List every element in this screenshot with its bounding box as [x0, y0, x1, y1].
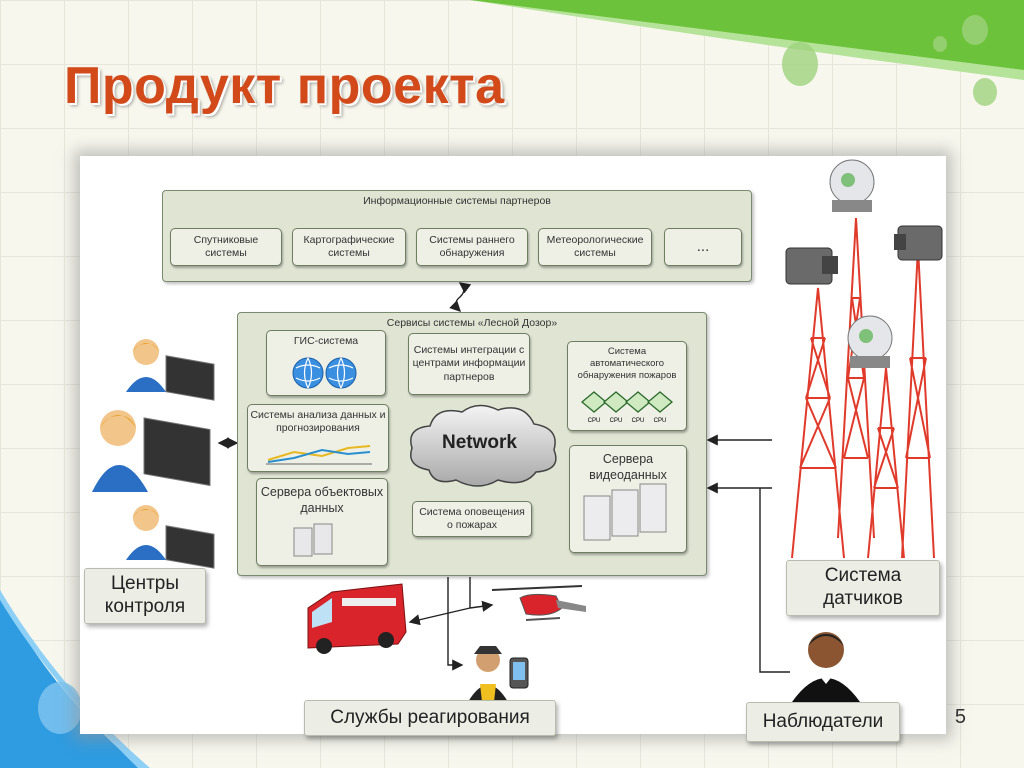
page-number: 5 — [954, 706, 966, 728]
integration-system: Системы интеграции с центрами информации… — [408, 333, 530, 395]
observers-label: Наблюдатели — [746, 702, 900, 742]
video-server-icon — [583, 483, 667, 541]
response-services-label: Службы реагирования — [304, 700, 556, 736]
cpu-label-2: CPU — [610, 418, 623, 424]
network-label: Network — [442, 432, 517, 453]
partner-meteo: Метеорологические системы — [538, 228, 652, 266]
alert-system: Система оповещения о пожарах — [412, 501, 532, 537]
object-servers-label: Сервера объектовых данных — [260, 485, 384, 515]
sensors-label: Система датчиков — [786, 560, 940, 616]
auto-detection-system: Система автоматического обнаружения пожа… — [567, 341, 687, 431]
gis-label: ГИС-система — [293, 335, 359, 347]
partner-more: ... — [664, 228, 742, 266]
cpu-label-3: CPU — [632, 418, 645, 424]
control-centers-label: Центры контроля — [84, 568, 206, 624]
auto-detection-label: Система автоматического обнаружения пожа… — [577, 346, 677, 381]
fire-truck-icon — [307, 583, 407, 654]
rescuer-icon — [468, 646, 529, 702]
partner-cartography: Картографические системы — [292, 228, 406, 266]
video-servers-label: Сервера видеоданных — [589, 452, 667, 482]
globe-icon — [292, 357, 357, 389]
analysis-label: Системы анализа данных и прогнозирования — [250, 409, 386, 435]
partners-header: Информационные системы партнеров — [363, 195, 551, 207]
partner-satellite: Спутниковые системы — [170, 228, 282, 266]
cpu-label-1: CPU — [588, 418, 601, 424]
sensor-towers-icon — [785, 159, 943, 559]
gis-system: ГИС-система — [266, 330, 386, 396]
camera-icons — [785, 159, 943, 368]
helicopter-icon — [491, 585, 586, 621]
cpu-label-4: CPU — [654, 418, 667, 424]
partner-early-detection: Системы раннего обнаружения — [416, 228, 528, 266]
chart-icon — [266, 445, 372, 465]
cpu-chain-icon: CPU CPU CPU CPU — [580, 391, 674, 424]
page-title: Продукт проекта — [64, 57, 505, 115]
operators-icon — [92, 339, 215, 569]
observer-icon — [792, 632, 860, 702]
services-header: Сервисы системы «Лесной Дозор» — [386, 317, 558, 329]
network-cloud-icon — [410, 404, 557, 487]
server-icon — [293, 523, 333, 557]
